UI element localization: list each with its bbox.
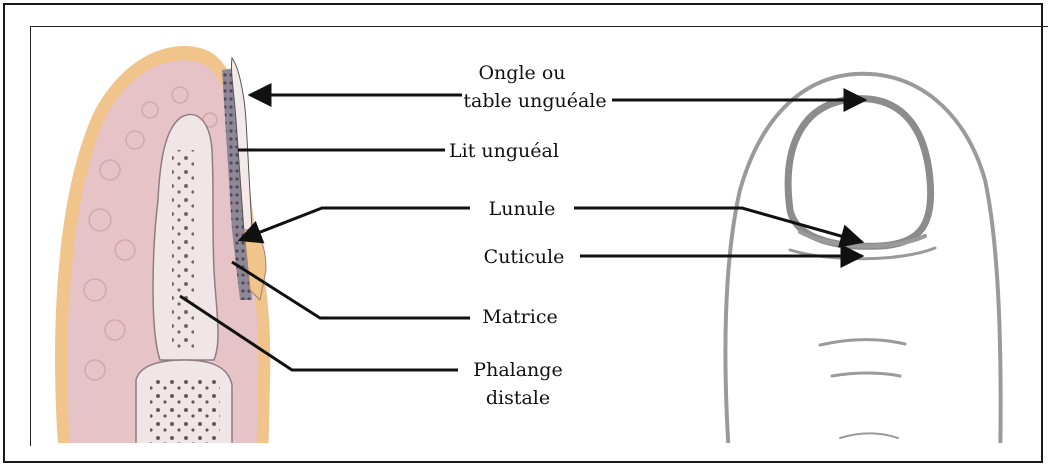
label-lunule: Lunule (489, 198, 556, 220)
label-ongle-line1: Ongle ou (478, 62, 565, 84)
phalanx-marrow (172, 150, 194, 350)
label-lit-ungueal: Lit unguéal (449, 140, 559, 162)
label-matrice: Matrice (482, 306, 557, 328)
label-ongle-line2: table unguéale (463, 90, 606, 112)
knuckle-crease-1 (820, 340, 905, 345)
finger-outline (725, 74, 1000, 468)
arrow-lunule-left (240, 208, 470, 240)
nail-outline (788, 99, 930, 247)
label-phalange-line1: Phalange (473, 359, 562, 381)
knuckle-crease-3 (840, 434, 898, 439)
finger-top-view (725, 74, 1000, 468)
label-cuticule: Cuticule (484, 246, 565, 268)
label-phalange-line2: distale (486, 387, 550, 409)
bone-marrow (150, 380, 220, 460)
knuckle-crease-2 (832, 373, 900, 376)
fingertip-cross-section (55, 46, 270, 468)
